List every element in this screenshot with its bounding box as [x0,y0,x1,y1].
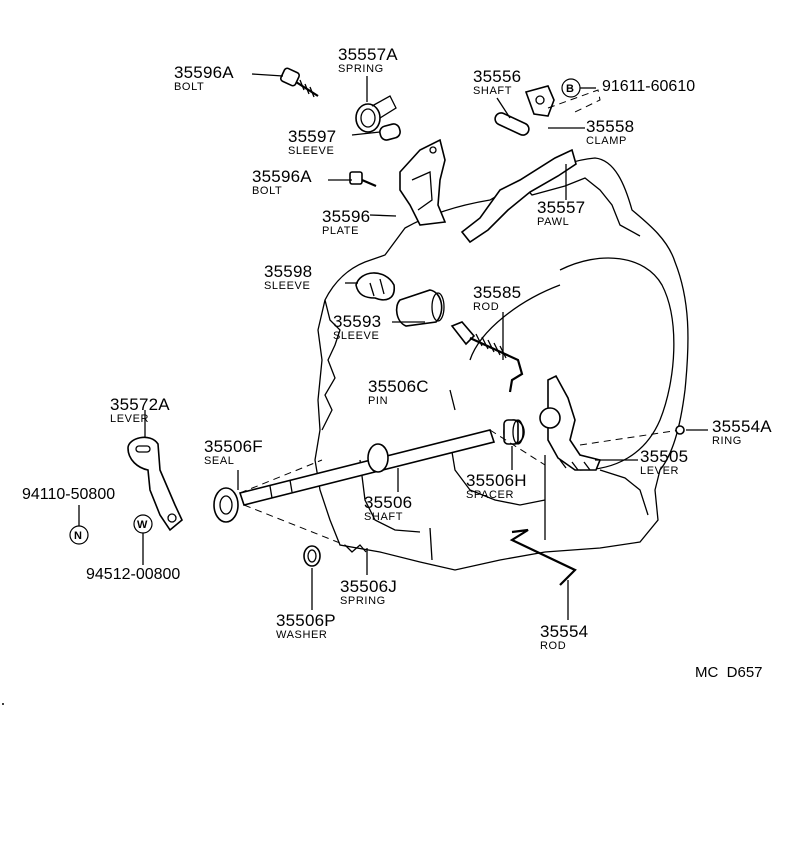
spring-35506j [344,544,367,553]
callout-35554: 35554 ROD [540,622,589,652]
callout-35556: 35556 SHAFT [473,67,522,97]
pawl-35557 [460,148,577,244]
ring-35554a [675,425,685,435]
lever-35505 [539,374,602,471]
callout-35506: 35506 SHAFT [364,493,413,523]
bolt-35596a-mid [349,171,377,188]
nut-symbol: N [69,525,89,545]
figure-code: MC D657 [695,664,763,681]
washer-symbol: W [133,514,153,534]
seal-35506f [213,487,239,523]
callout-35557: 35557 PAWL [537,198,586,228]
spring-35557a [355,95,397,133]
svg-text:N: N [74,530,82,542]
callout-35506p: 35506P WASHER [276,611,336,641]
callout-35598: 35598 SLEEVE [264,262,313,292]
bolt-35596a-top [279,67,319,98]
callout-35554a: 35554A RING [712,417,772,447]
sleeve-35597 [379,123,401,141]
rod-35585 [450,321,524,393]
svg-text:W: W [137,519,148,531]
callout-35597: 35597 SLEEVE [288,127,337,157]
callout-35506h: 35506H SPACER [466,471,527,501]
shaft-35556 [494,112,530,136]
callout-35593: 35593 SLEEVE [333,312,382,342]
washer-35506p [303,545,321,567]
spacer-35506h [503,419,525,445]
callout-94110-50800: 94110-50800 [22,486,116,503]
shaft-35506 [238,429,496,506]
callout-35596a-mid: 35596A BOLT [252,167,312,197]
callout-35506c: 35506C PIN [368,377,429,407]
callout-91611-60610: 91611-60610 [602,78,696,95]
callout-35557a: 35557A SPRING [338,45,398,75]
clamp-35558 [524,85,555,117]
callout-35506j: 35506J SPRING [340,577,397,607]
callout-35596: 35596 PLATE [322,207,371,237]
plate-35596 [399,138,447,226]
callout-35558: 35558 CLAMP [586,117,635,147]
callout-35506f: 35506F SEAL [204,437,263,467]
lever-35572a [127,436,183,532]
callout-35596a-top: 35596A BOLT [174,63,234,93]
callout-35585: 35585 ROD [473,283,522,313]
svg-text:B: B [566,83,574,95]
callout-35572a: 35572A LEVER [110,395,170,425]
sleeve-35598 [355,272,395,301]
bolt-symbol: B [561,78,581,98]
rod-35554 [509,528,577,586]
callout-94512-00800: 94512-00800 [86,566,181,583]
callout-35505: 35505 LEVER [640,447,689,477]
sleeve-35593 [395,289,445,327]
